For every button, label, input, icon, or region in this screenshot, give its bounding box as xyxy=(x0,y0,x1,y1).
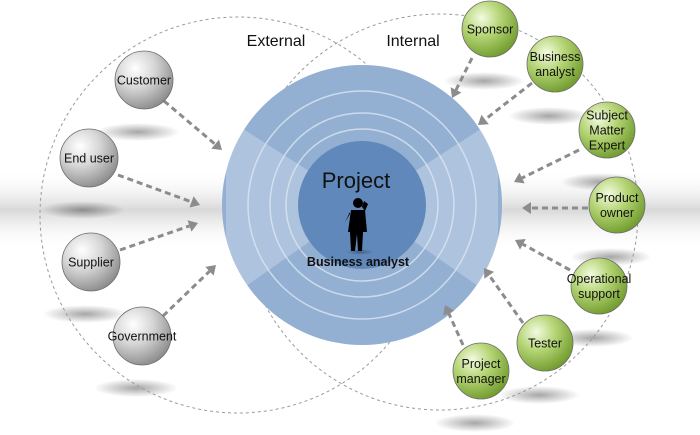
external-label-1-line-0: End user xyxy=(64,152,114,166)
internal-arrow-4 xyxy=(522,242,571,272)
internal-sphere-1 xyxy=(526,35,584,93)
external-heading: External xyxy=(247,33,306,50)
external-arrow-2 xyxy=(119,224,190,252)
external-arrowhead-3 xyxy=(205,265,216,276)
external-node-2: Supplier xyxy=(61,232,121,292)
internal-arrowhead-6 xyxy=(443,305,455,316)
internal-arrow-2 xyxy=(521,148,580,180)
internal-sphere-5 xyxy=(516,314,574,372)
external-sphere-2 xyxy=(61,232,121,292)
core-ring-3 xyxy=(269,112,455,298)
external-sphere-1 xyxy=(59,128,119,188)
internal-node-5: Tester xyxy=(516,314,574,372)
business-analyst-figure-icon xyxy=(345,198,374,255)
internal-arrowhead-2 xyxy=(514,172,525,184)
internal-label-3-line-0: Product xyxy=(595,191,639,205)
external-arrowhead-2 xyxy=(187,220,198,232)
business-analyst-center-label: Business analyst xyxy=(307,255,410,269)
internal-sphere-6 xyxy=(452,342,510,400)
internal-label-2-line-0: Subject xyxy=(586,109,628,123)
internal-shadow-5 xyxy=(498,386,580,404)
external-sphere-0 xyxy=(114,50,174,110)
external-sphere-3 xyxy=(112,306,172,366)
internal-arrowhead-1 xyxy=(478,114,489,125)
internal-arrowhead-0 xyxy=(450,87,462,98)
internal-heading: Internal xyxy=(386,33,439,50)
external-arrow-0 xyxy=(163,99,217,146)
core-ring-2 xyxy=(247,90,477,320)
internal-label-3-line-1: owner xyxy=(600,206,634,220)
external-arrowhead-0 xyxy=(211,139,222,150)
internal-arrowhead-4 xyxy=(515,239,526,250)
external-shadow-1 xyxy=(40,201,126,219)
internal-arrowhead-5 xyxy=(484,268,495,279)
internal-label-4-line-0: Operational xyxy=(567,272,632,286)
external-shadow-2 xyxy=(42,305,128,323)
internal-label-4-line-1: support xyxy=(578,287,620,301)
internal-label-1-line-0: Business xyxy=(530,50,581,64)
external-label-0-line-0: Customer xyxy=(117,74,171,88)
internal-sphere-0 xyxy=(461,0,519,58)
external-label-3-line-0: Government xyxy=(108,330,177,344)
internal-label-2-line-1: Matter xyxy=(589,124,624,138)
project-title: Project xyxy=(322,168,390,193)
internal-shadow-0 xyxy=(443,72,525,90)
internal-arrow-6 xyxy=(447,312,465,346)
external-node-1: End user xyxy=(59,128,119,188)
internal-sphere-3 xyxy=(588,176,646,234)
external-arrow-1 xyxy=(117,173,193,204)
arrow-layer xyxy=(117,57,588,346)
internal-label-5-line-0: Tester xyxy=(528,337,562,351)
internal-shadow-6 xyxy=(434,414,516,432)
internal-sphere-4 xyxy=(570,257,628,315)
internal-node-0: Sponsor xyxy=(461,0,519,58)
external-label-2-line-0: Supplier xyxy=(68,256,114,270)
internal-sphere-2 xyxy=(578,101,636,159)
internal-label-6-line-0: Project xyxy=(462,357,501,371)
internal-label-2-line-2: Expert xyxy=(589,139,626,153)
internal-arrow-0 xyxy=(454,57,474,91)
internal-arrowhead-3 xyxy=(522,202,531,214)
external-shadow-0 xyxy=(95,123,181,141)
external-node-3: Government xyxy=(108,306,177,366)
external-arrowhead-1 xyxy=(189,196,200,208)
external-arrow-3 xyxy=(161,270,211,318)
external-node-0: Customer xyxy=(114,50,174,110)
external-shadow-3 xyxy=(93,379,179,397)
internal-label-6-line-1: manager xyxy=(456,372,505,386)
core-ring-4 xyxy=(285,128,439,282)
internal-label-1-line-1: analyst xyxy=(535,65,575,79)
internal-shadow-1 xyxy=(508,107,590,125)
internal-label-0-line-0: Sponsor xyxy=(467,23,514,37)
